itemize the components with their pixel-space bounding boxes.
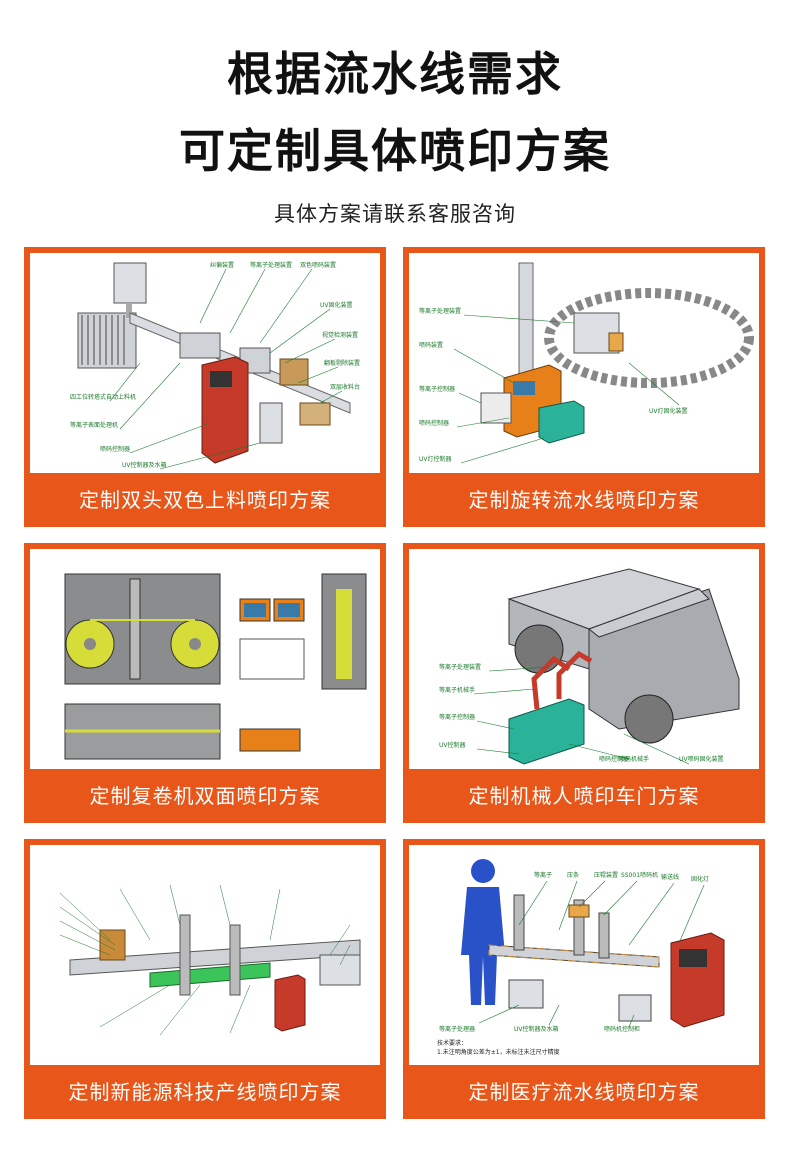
page-title-line1: 根据流水线需求: [227, 47, 563, 101]
diagram-callout-label: 喷码装置: [419, 341, 443, 349]
diagram-callout-label: 视觉检测装置: [322, 331, 358, 339]
diagram-callout-label: UV灯固化装置: [649, 407, 688, 415]
solution-card-rewinder[interactable]: 定制复卷机双面喷印方案: [24, 543, 386, 823]
diagram-callout-label: 喷码控制器: [599, 755, 629, 763]
solution-card-dual-head[interactable]: 纠偏装置 等离子处理装置双色喷码装置 UV固化装置视觉检测装置翻板剔除装置双层收料台…: [24, 247, 386, 527]
rotary-line-illustration: 等离子处理装置喷码装置等离子控制器喷码控制器 UV灯控制器 UV灯固化装置: [409, 253, 759, 473]
diagram-callout-label: UV控制器及水箱: [514, 1025, 559, 1033]
dual-head-caption: 定制双头双色上料喷印方案: [79, 488, 331, 512]
diagram-callout-label: UV控制器: [439, 741, 466, 749]
new-energy-caption: 定制新能源科技产线喷印方案: [68, 1080, 342, 1104]
diagram-callout-label: 等离子: [534, 871, 552, 879]
diagram-callout-label: 喷码控制器: [419, 419, 449, 427]
diagram-callout-label: 等离子处理装置: [439, 663, 481, 671]
diagram-callout-label: 翻板剔除装置: [324, 359, 360, 367]
diagram-callout-label: UV固化装置: [320, 301, 353, 309]
diagram-callout-label: UV灯控制器: [419, 455, 452, 463]
diagram-callout-label: 等离子处理装置: [250, 261, 292, 269]
diagram-callout-label: 压条: [567, 871, 579, 879]
diagram-callout-label: 喷码机械手: [619, 755, 649, 763]
medical-caption: 定制医疗流水线喷印方案: [468, 1080, 700, 1104]
technical-note-line: 技术要求：: [437, 1039, 467, 1047]
new-energy-line-illustration: [30, 845, 380, 1065]
diagram-callout-label: 等离子控制器: [419, 385, 455, 393]
diagram-callout-label: 喷码控制器: [100, 445, 130, 453]
diagram-callout-label: 双层收料台: [330, 383, 360, 391]
rewinder-illustration: [30, 549, 380, 769]
rewinder-caption: 定制复卷机双面喷印方案: [89, 784, 321, 808]
page-subtitle: 具体方案请联系客服咨询: [274, 202, 516, 226]
diagram-callout-label: 等离子处理装置: [419, 307, 461, 315]
diagram-callout-label: 等离子机械手: [439, 686, 475, 694]
diagram-callout-label: UV喷码固化装置: [679, 755, 724, 763]
rotary-caption: 定制旋转流水线喷印方案: [468, 488, 700, 512]
robot-door-caption: 定制机械人喷印车门方案: [468, 784, 700, 808]
solution-card-new-energy[interactable]: 定制新能源科技产线喷印方案: [24, 839, 386, 1119]
page-title-line2: 可定制具体喷印方案: [179, 124, 611, 178]
diagram-callout-label: 纠偏装置: [210, 261, 234, 269]
diagram-callout-label: 等离子处理器: [439, 1025, 475, 1033]
dual-head-machine-illustration: 纠偏装置 等离子处理装置双色喷码装置 UV固化装置视觉检测装置翻板剔除装置双层收料台…: [30, 253, 380, 473]
diagram-callout-label: 喷码机控制柜: [604, 1025, 640, 1033]
solution-card-rotary[interactable]: 等离子处理装置喷码装置等离子控制器喷码控制器 UV灯控制器 UV灯固化装置 定制旋转…: [403, 247, 765, 527]
diagram-callout-label: UV控制器及水箱: [122, 461, 167, 469]
diagram-callout-label: 四工位转塔式自动上料机: [70, 393, 136, 401]
diagram-callout-label: 输送线: [661, 873, 679, 881]
robot-door-illustration: 等离子处理装置等离子机械手等离子控制器 UV控制器喷码控制器喷码机械手 UV喷码固化…: [409, 549, 759, 769]
diagram-callout-label: SS001喷码机: [621, 871, 658, 879]
diagram-callout-label: 等离子表面处理机: [70, 421, 118, 429]
solution-card-robot-door[interactable]: 等离子处理装置等离子机械手等离子控制器 UV控制器喷码控制器喷码机械手 UV喷码固化…: [403, 543, 765, 823]
diagram-callout-label: 等离子控制器: [439, 713, 475, 721]
diagram-callout-label: 固化灯: [691, 875, 709, 883]
technical-note-line: 1.未注明角度公差为±1，未标注未注尺寸精度: [437, 1048, 560, 1056]
diagram-callout-label: 双色喷码装置: [300, 261, 336, 269]
diagram-callout-label: 压辊装置: [594, 871, 618, 879]
